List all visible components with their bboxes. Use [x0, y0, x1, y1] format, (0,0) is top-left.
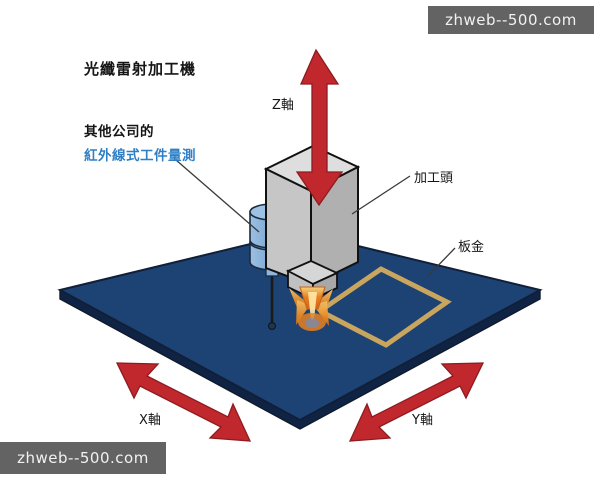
x-axis-arrow — [115, 362, 252, 442]
callout-infrared-measurement: 紅外線式工件量測 — [84, 148, 196, 164]
leader-line-infrared — [175, 159, 260, 233]
callout-machining-head: 加工頭 — [414, 171, 454, 186]
beam-core — [308, 292, 317, 320]
leader-line-machining-head — [351, 175, 411, 215]
callout-other-company: 其他公司的 — [84, 124, 154, 140]
axis-label-y: Y軸 — [412, 413, 433, 428]
callout-sheet-metal: 板金 — [458, 240, 485, 255]
page-title: 光纖雷射加工機 — [84, 60, 197, 78]
probe-rod — [268, 272, 277, 331]
watermark-bottom-left: zhweb--500.com — [0, 442, 166, 474]
watermark-top-right: zhweb--500.com — [428, 6, 594, 34]
cut-glow-inner — [305, 318, 319, 328]
leader-lines — [175, 159, 456, 277]
laser-nozzle-sparks — [289, 286, 333, 331]
axis-label-z: Z軸 — [272, 98, 294, 113]
laser-cut-path — [318, 266, 452, 348]
axis-label-x: X軸 — [139, 413, 161, 428]
leader-line-sheet-metal — [427, 247, 456, 277]
y-axis-arrow — [348, 362, 485, 442]
z-axis-arrow — [295, 48, 344, 207]
